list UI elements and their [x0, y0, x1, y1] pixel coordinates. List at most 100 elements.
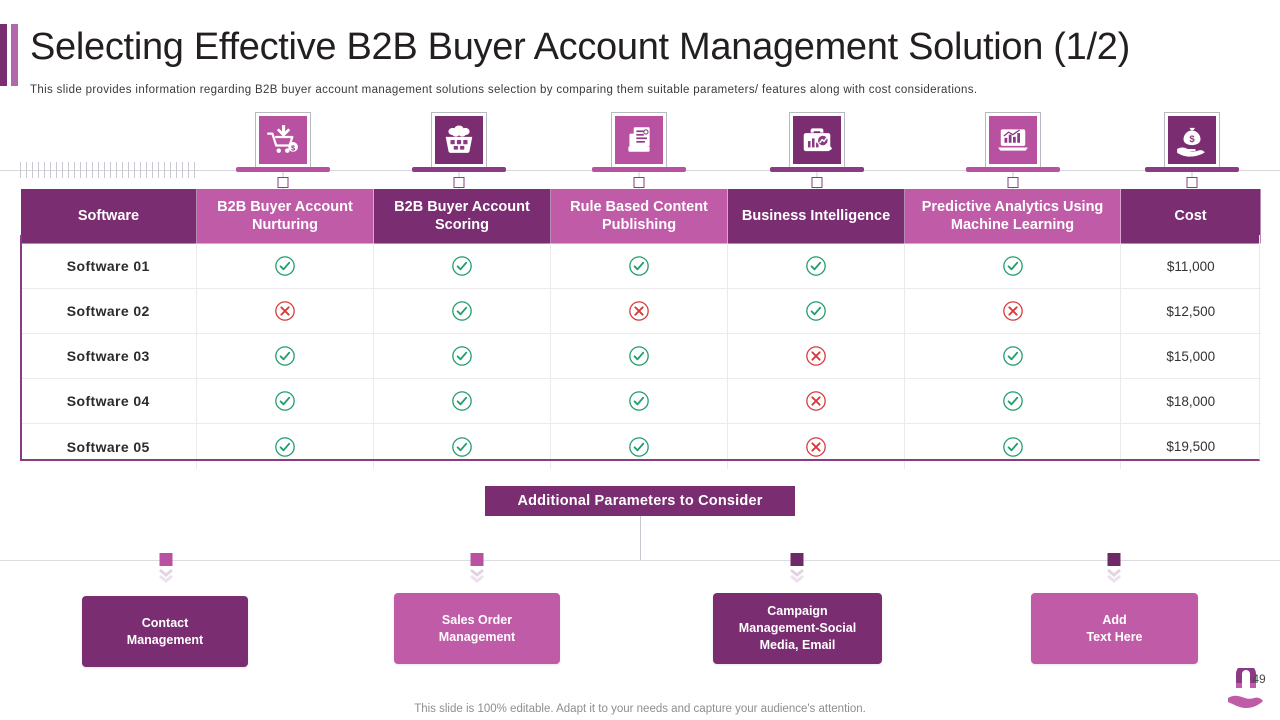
feature-cell-3	[550, 333, 728, 380]
icon-stem-6	[1191, 168, 1193, 182]
check-icon	[274, 255, 296, 277]
feature-cell-2	[373, 243, 551, 290]
cross-icon	[628, 300, 650, 322]
icon-frame-4	[789, 112, 845, 168]
icon-frame-6: $	[1164, 112, 1220, 168]
icon-marker-3	[633, 177, 645, 188]
icon-cell-1: $	[255, 112, 311, 195]
additional-parameters-heading: Additional Parameters to Consider	[485, 486, 795, 516]
table-header-cell-2: B2B Buyer Account Nurturing	[196, 187, 374, 245]
icon-stem-3	[638, 168, 640, 182]
icon-marker-2	[453, 177, 465, 188]
check-icon	[274, 436, 296, 458]
table-header-cell-1: Software	[20, 187, 197, 245]
feature-cell-3	[550, 243, 728, 290]
title-accent-bar-dark	[0, 24, 7, 86]
feature-cell-4	[727, 243, 905, 290]
check-icon	[451, 255, 473, 277]
icon-frame-5	[985, 112, 1041, 168]
page-title: Selecting Effective B2B Buyer Account Ma…	[30, 26, 1130, 68]
check-icon	[1002, 345, 1024, 367]
briefcase-analytics-search-icon	[793, 116, 841, 164]
table-row: Software 01 $11,000	[20, 243, 1261, 290]
parameter-node-2	[470, 553, 484, 566]
feature-cell-1	[196, 288, 374, 335]
rail-segment-3	[592, 167, 686, 172]
icon-cell-5	[985, 112, 1041, 195]
table-header-cell-6: Predictive Analytics Using Machine Learn…	[904, 187, 1121, 245]
icon-cell-4	[789, 112, 845, 195]
icon-marker-4	[811, 177, 823, 188]
icon-marker-6	[1186, 177, 1198, 188]
magnet-hand-logo	[1222, 668, 1268, 712]
rail-segment-5	[966, 167, 1060, 172]
icon-frame-1: $	[255, 112, 311, 168]
check-icon	[628, 436, 650, 458]
icon-row: $$	[0, 112, 1280, 195]
software-name-cell: Software 03	[20, 333, 197, 380]
rail-segment-2	[412, 167, 506, 172]
check-icon	[1002, 390, 1024, 412]
footer-note: This slide is 100% editable. Adapt it to…	[414, 703, 866, 715]
icon-stem-4	[816, 168, 818, 182]
feature-cell-4	[727, 333, 905, 380]
chevron-down-icon	[789, 568, 805, 586]
page-subtitle: This slide provides information regardin…	[30, 84, 978, 96]
table-header-cell-3: B2B Buyer Account Scoring	[373, 187, 551, 245]
software-name-cell: Software 04	[20, 378, 197, 425]
feature-cell-4	[727, 288, 905, 335]
feature-cell-5	[904, 378, 1121, 425]
check-icon	[451, 300, 473, 322]
cost-cell: $18,000	[1120, 378, 1261, 425]
check-icon	[451, 345, 473, 367]
cart-download-dollar-icon: $	[259, 116, 307, 164]
cross-icon	[274, 300, 296, 322]
feature-cell-5	[904, 423, 1121, 469]
cost-cell: $12,500	[1120, 288, 1261, 335]
icon-frame-2	[431, 112, 487, 168]
check-icon	[805, 300, 827, 322]
software-name-cell: Software 02	[20, 288, 197, 335]
table-row: Software 02 $12,500	[20, 288, 1261, 335]
feature-cell-2	[373, 333, 551, 380]
feature-cell-2	[373, 378, 551, 425]
table-row: Software 03 $15,000	[20, 333, 1261, 380]
chevron-down-icon	[1106, 568, 1122, 586]
feature-cell-4	[727, 378, 905, 425]
shopping-basket-goods-icon	[435, 116, 483, 164]
cross-icon	[1002, 300, 1024, 322]
feature-cell-1	[196, 378, 374, 425]
rail-hatch-decoration	[20, 162, 195, 178]
check-icon	[628, 255, 650, 277]
check-icon	[451, 436, 473, 458]
software-name-cell: Software 01	[20, 243, 197, 290]
table-header-cell-5: Business Intelligence	[727, 187, 905, 245]
check-icon	[1002, 255, 1024, 277]
svg-text:$: $	[1189, 134, 1195, 145]
cost-cell: $15,000	[1120, 333, 1261, 380]
documents-stack-icon	[615, 116, 663, 164]
feature-cell-1	[196, 243, 374, 290]
additional-stem	[640, 516, 641, 560]
icon-frame-3	[611, 112, 667, 168]
check-icon	[1002, 436, 1024, 458]
table-header-cell-7: Cost	[1120, 187, 1261, 245]
cost-cell: $11,000	[1120, 243, 1261, 290]
page-number: 49	[1252, 672, 1266, 686]
feature-cell-5	[904, 333, 1121, 380]
icon-stem-2	[458, 168, 460, 182]
check-icon	[628, 390, 650, 412]
feature-cell-1	[196, 333, 374, 380]
check-icon	[805, 255, 827, 277]
title-accent-gap	[7, 24, 11, 86]
feature-cell-3	[550, 423, 728, 469]
